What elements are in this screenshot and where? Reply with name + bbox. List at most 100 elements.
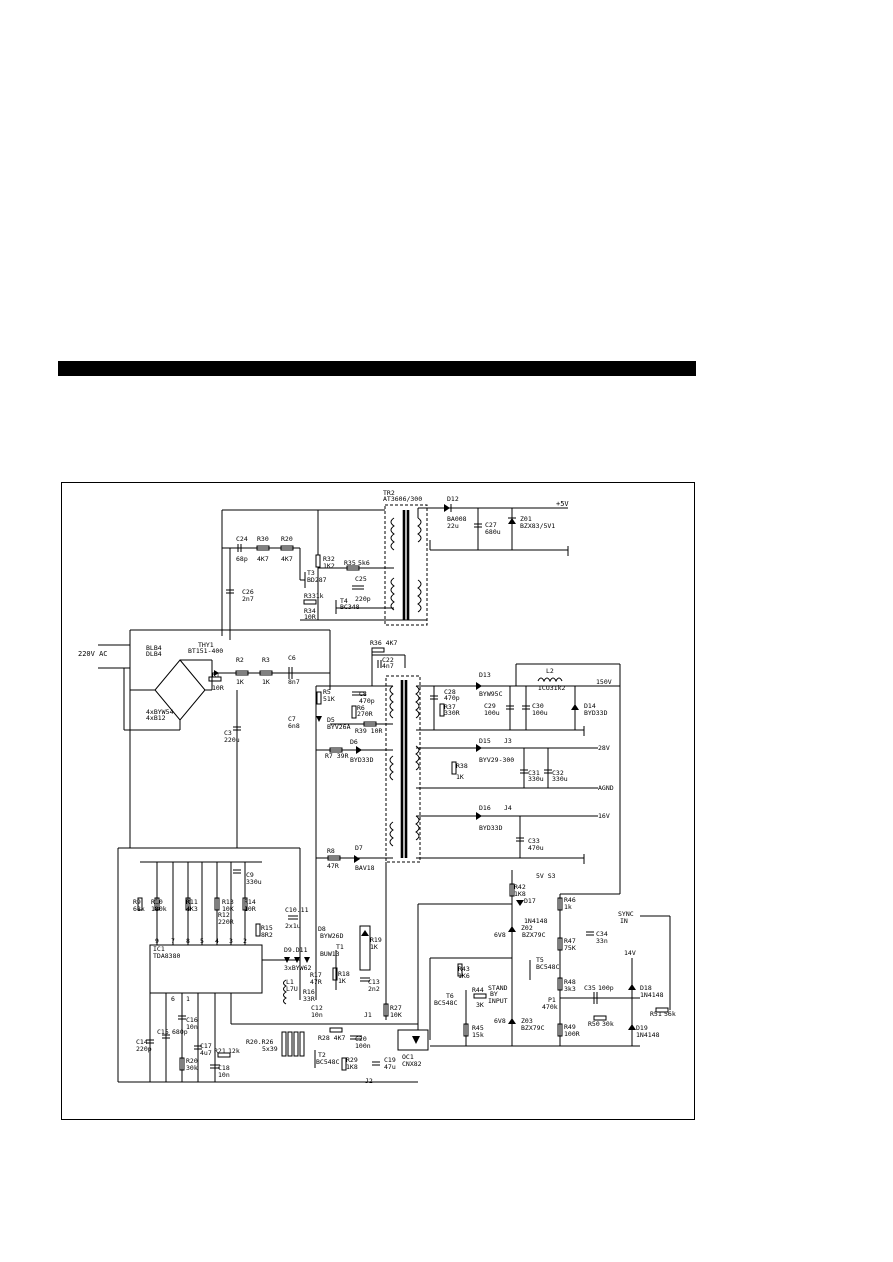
bridge-label: 4xBYW54 [146, 708, 173, 716]
r48-value: 3k3 [564, 985, 576, 993]
r2-value: 1K [236, 678, 244, 686]
r42-label: R42 [514, 883, 526, 891]
c14-value: 220p [136, 1045, 152, 1053]
d13-value: BYW95C [479, 690, 503, 698]
r47-label: R47 [564, 937, 576, 945]
controller-ic: C9 330u IC1 TDA8380 9 7 8 5 4 3 2 6 1 R9… [117, 847, 309, 1082]
c18-value: 10n [218, 1071, 230, 1079]
d7-value: BAV18 [355, 864, 375, 872]
rb-label: R20.R26 [246, 1038, 273, 1046]
r6-label: R6 [357, 704, 365, 712]
6v8a-label: 6V8 [494, 931, 506, 939]
r29-label: R29 [346, 1056, 358, 1064]
c8-value: 470p [359, 697, 375, 705]
d6-value: BYD33D [350, 756, 374, 764]
d5-label: D5 [327, 716, 335, 724]
l1-value: L7U [286, 985, 298, 993]
r13-label: R13 [222, 898, 234, 906]
r36-label: R36 4K7 [370, 639, 397, 647]
input-label: INPUT [488, 997, 508, 1005]
r34-value: 10R [304, 613, 316, 621]
c15-value: 680p [172, 1028, 188, 1036]
output-16v: D16 BYD33D J4 16V C33 470u R8 47R D7 BAV… [316, 804, 610, 872]
c26-value: 220p [355, 595, 371, 603]
d19-value: 1N4148 [636, 1031, 660, 1039]
r45-label: R45 [472, 1024, 484, 1032]
c17-label: C17 [200, 1042, 212, 1050]
rb-value: 5x39 [262, 1045, 278, 1053]
r16-value: 33R [303, 995, 315, 1003]
c20-label: C20 [355, 1035, 367, 1043]
r47-value: 75K [564, 944, 576, 952]
j2-label: J2 [365, 1077, 373, 1085]
c27-value: 680u [485, 528, 501, 536]
r5-label: R5 [323, 688, 331, 696]
d12-label: D12 [447, 495, 459, 503]
r20b-label: R20 [186, 1057, 198, 1065]
d5-value: BYV26A [327, 723, 351, 731]
r9-value: 68k [133, 905, 145, 913]
d7-label: D7 [355, 844, 363, 852]
power-switch: D9.D11 3xBYW62 D8 BYW26D T1 BUW13 R19 1K… [283, 686, 402, 1020]
r10-label: R10 [151, 898, 163, 906]
c33-label: C33 [528, 837, 540, 845]
v16-label: 16V [598, 812, 610, 820]
c9-label: C9 [246, 871, 254, 879]
r27-value: 10K [390, 1011, 402, 1019]
drive-circuit: C24 68p R30 4K7 R20 4K7 R32 1K2 T3 BD287… [221, 509, 427, 640]
thy1-value: BT151-400 [188, 647, 223, 655]
c14-label: C14 [136, 1038, 148, 1046]
t3-label: T3 [307, 569, 315, 577]
d15-value: BYV29-300 [479, 756, 514, 764]
c6-value: 8n7 [288, 678, 300, 686]
figure-frame [61, 482, 695, 1120]
r11-label: R11 [186, 898, 198, 906]
output-150v: C28 470p R37 330R D13 BYW95C L2 ICU31k2 … [416, 663, 621, 894]
plus-5v-label: +5V [556, 500, 569, 508]
d14-label: D14 [584, 702, 596, 710]
t4-value: BC348 [340, 603, 360, 611]
r49-label: R49 [564, 1023, 576, 1031]
tr2-label: TR2 [383, 489, 395, 497]
c31-value: 330u [528, 775, 544, 783]
z03-value: BZX79C [521, 1024, 545, 1032]
c3-value: 220u [224, 736, 240, 744]
r30-label: R30 [257, 535, 269, 543]
r15-value: 8R2 [261, 931, 273, 939]
r43-value: 1K6 [458, 972, 470, 980]
t2-label: T2 [318, 1051, 326, 1059]
c6-label: C6 [288, 654, 296, 662]
r45-value: 15k [472, 1031, 484, 1039]
r18-label: R18 [338, 970, 350, 978]
c30-label: C30 [532, 702, 544, 710]
c33-value: 470u [528, 844, 544, 852]
blb4-label: BLB4 [146, 644, 162, 652]
c22-value: 4n7 [382, 662, 394, 670]
r1-value: 10R [212, 684, 224, 692]
r12-value: 220R [218, 918, 234, 926]
c16-label: C16 [186, 1016, 198, 1024]
c18-label: C18 [218, 1064, 230, 1072]
r3-value: 1K [262, 678, 270, 686]
d13-label: D13 [479, 671, 491, 679]
t5-value: BC548C [536, 963, 560, 971]
5v-s3-label: 5V S3 [536, 872, 556, 880]
r20-label: R20 [281, 535, 293, 543]
r51-label: R51 [650, 1010, 662, 1018]
c7-value: 6n8 [288, 722, 300, 730]
c9-value: 330u [246, 878, 262, 886]
c31-label: C31 [528, 769, 540, 777]
r13-value: 10K [222, 905, 234, 913]
main-transformer [385, 675, 421, 863]
ac-input-label: 220V AC [78, 650, 108, 658]
r37-label: R37 [444, 703, 456, 711]
6v8b-label: 6V8 [494, 1017, 506, 1025]
tr2-type-label: AT3606/300 [383, 495, 422, 503]
r14-label: R14 [244, 898, 256, 906]
v14-label: 14V [624, 949, 636, 957]
d9-value: 3xBYW62 [284, 964, 311, 972]
c3-label: C3 [224, 729, 232, 737]
c12-value: 10n [311, 1011, 323, 1019]
r49-value: 100R [564, 1030, 580, 1038]
c35-label: C35 [584, 984, 596, 992]
